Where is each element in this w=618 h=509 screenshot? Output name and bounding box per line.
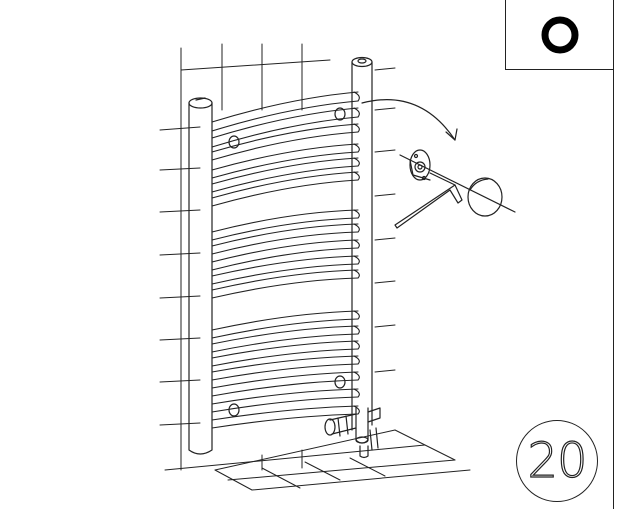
rotation-arrow (361, 99, 458, 141)
left-rail (188, 97, 213, 455)
step-number: 20 (527, 432, 588, 489)
towel-bars (211, 91, 360, 429)
step-number-badge: 20 (516, 420, 598, 502)
floor-tiles (164, 429, 471, 491)
circle-outline-icon (541, 16, 578, 53)
valve-assembly (324, 407, 381, 459)
wall-bracket-caps (228, 107, 346, 417)
wall-tiles (159, 43, 396, 471)
page-edge-rule (613, 0, 614, 509)
icon-callout-box (505, 0, 613, 70)
right-rail (351, 56, 373, 431)
bracket-detail (394, 149, 516, 229)
